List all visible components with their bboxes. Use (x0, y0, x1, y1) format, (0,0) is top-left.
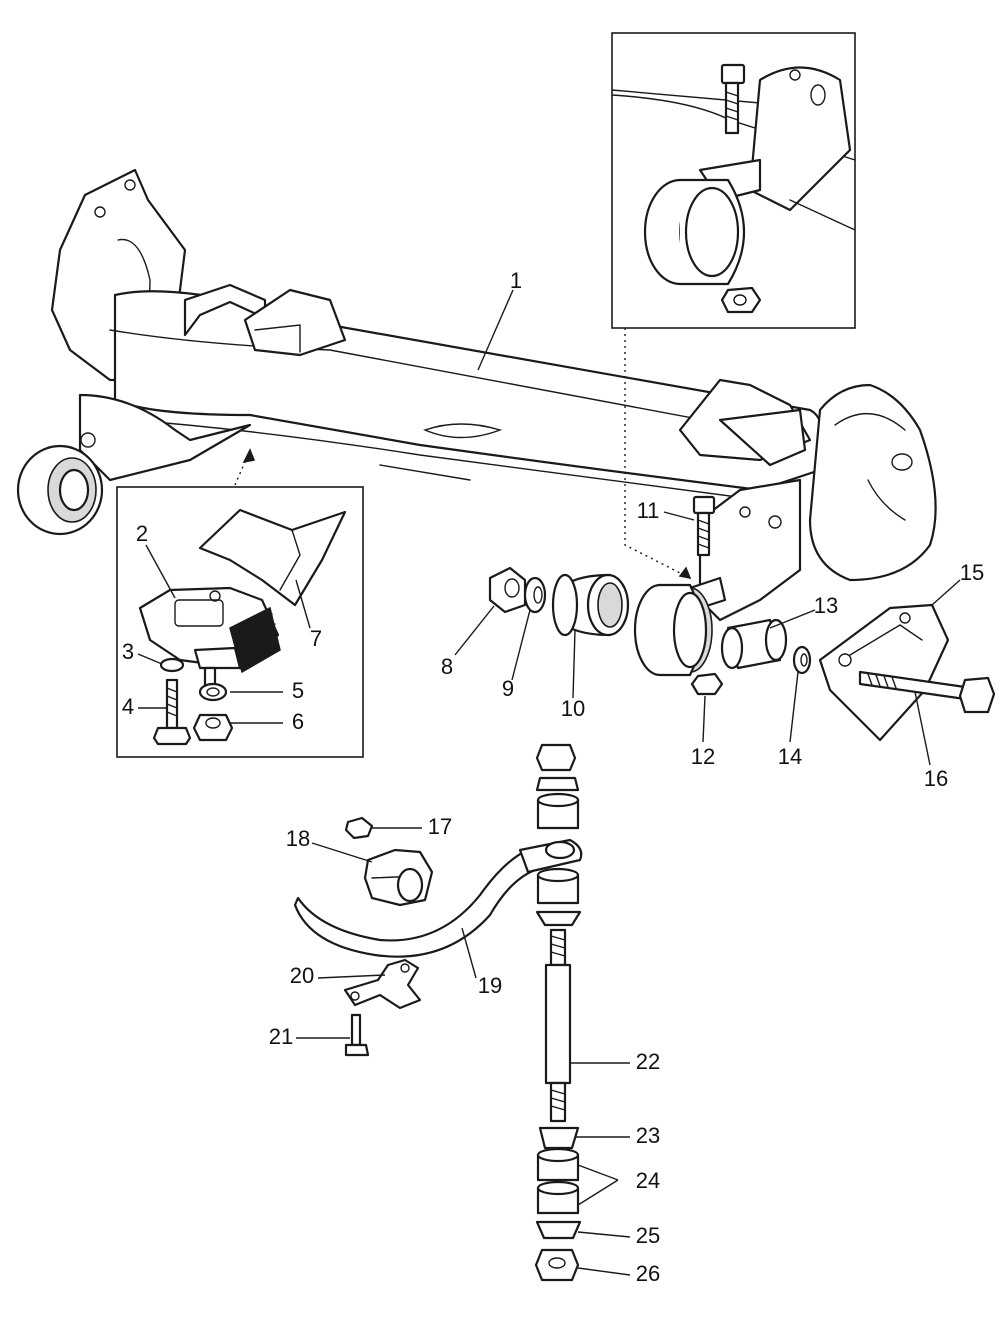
callout-1: 1 (510, 268, 522, 293)
callout-9: 9 (502, 676, 514, 701)
axle-beam (16, 168, 937, 622)
leader-lines (137, 289, 961, 1276)
callout-8: 8 (441, 654, 453, 679)
callout-14: 14 (778, 744, 802, 769)
callout-26: 26 (636, 1261, 660, 1286)
callout-18: 18 (286, 826, 310, 851)
callout-2: 2 (136, 521, 148, 546)
callout-7: 7 (310, 626, 322, 651)
link-rod-stack (534, 743, 582, 1282)
callout-10: 10 (561, 696, 585, 721)
callout-17: 17 (428, 814, 452, 839)
inset-left-mount (116, 486, 364, 758)
callout-19: 19 (478, 973, 502, 998)
callout-13: 13 (814, 593, 838, 618)
callout-24: 24 (636, 1168, 660, 1193)
callout-11: 11 (637, 498, 660, 523)
anti-roll-bar-parts (293, 816, 583, 1057)
callout-6: 6 (292, 709, 304, 734)
callout-23: 23 (636, 1123, 660, 1148)
callout-16: 16 (924, 766, 948, 791)
callout-22: 22 (636, 1049, 660, 1074)
callout-15: 15 (960, 560, 984, 585)
callout-21: 21 (269, 1024, 293, 1049)
inset-right-mount (611, 32, 856, 329)
callout-4: 4 (122, 694, 134, 719)
callout-25: 25 (636, 1223, 660, 1248)
callout-3: 3 (122, 639, 134, 664)
callout-5: 5 (292, 678, 304, 703)
inset-indicators (234, 328, 692, 580)
callout-12: 12 (691, 744, 715, 769)
bush-assembly-parts (488, 495, 996, 742)
callout-labels: 1 2 3 4 5 6 7 8 9 10 11 12 13 14 15 16 1… (122, 268, 984, 1286)
callout-20: 20 (290, 963, 314, 988)
